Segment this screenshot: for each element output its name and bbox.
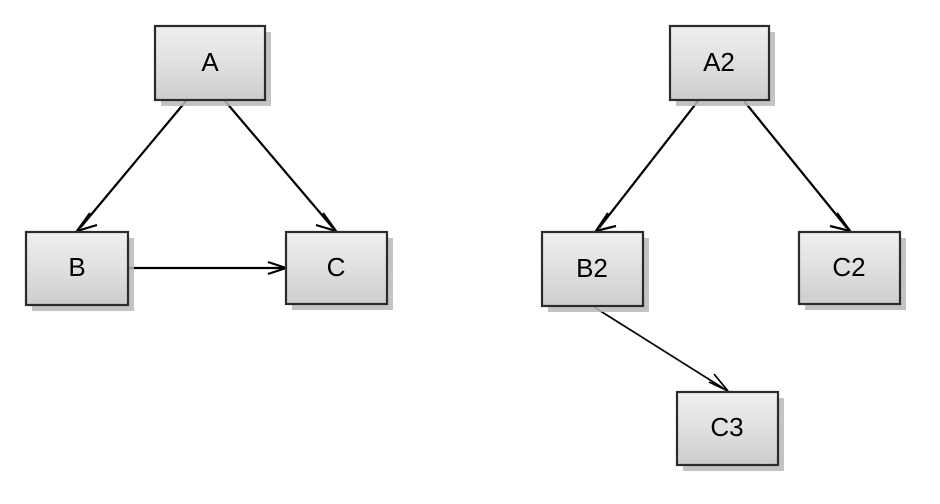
node-a2-label: A2 [703,47,735,77]
node-a2[interactable]: A2 [668,24,775,106]
edge-a2-to-c2 [743,100,853,233]
edge-a-to-b [74,100,187,233]
right-graph: A2 B2 C2 C3 [540,24,906,471]
node-b2-label: B2 [576,253,608,283]
node-b2[interactable]: B2 [540,230,649,312]
left-graph: A B C [24,24,393,311]
node-a-label: A [201,47,219,77]
node-c-label: C [327,252,346,282]
node-c3-label: C3 [710,412,743,442]
node-b-label: B [68,252,85,282]
edge-a2-to-b2 [593,100,699,233]
node-c2-label: C2 [832,252,865,282]
node-c2[interactable]: C2 [797,230,906,310]
node-c3[interactable]: C3 [675,390,784,471]
edge-b2-to-c3 [593,306,729,392]
node-b[interactable]: B [24,230,134,311]
edge-a-to-c [224,100,339,233]
node-c[interactable]: C [284,230,393,310]
edge-b-to-c [129,260,290,276]
node-a[interactable]: A [153,24,271,106]
